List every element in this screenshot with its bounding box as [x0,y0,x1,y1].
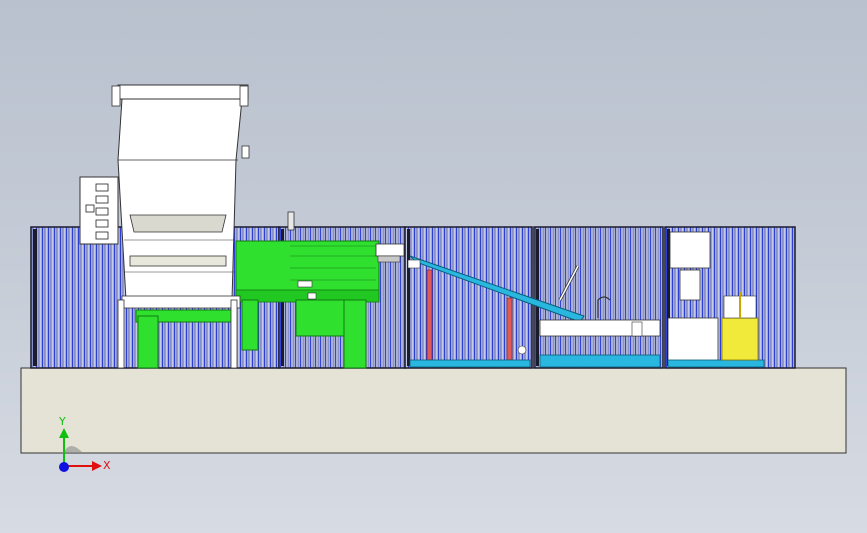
axis-y-label: Y [58,415,66,428]
hopper-belt-press [111,84,250,369]
control-button-icon [95,219,109,228]
control-button-icon [95,195,109,204]
support-rod [506,297,513,361]
axis-x-label: X [103,459,111,472]
control-box [79,176,119,245]
coordinate-triad-icon [59,428,102,472]
enclosure-panel-4 [533,226,664,369]
control-button-icon [85,204,95,213]
control-button-icon [95,207,109,216]
control-button-icon [95,231,109,240]
filter-press-assembly [135,211,405,369]
packaging-unit [667,231,765,368]
support-rod [426,269,433,361]
machine-base-platform [20,367,847,454]
yellow-tank [721,317,759,361]
control-button-icon [95,183,109,192]
discharge-station [539,265,661,368]
